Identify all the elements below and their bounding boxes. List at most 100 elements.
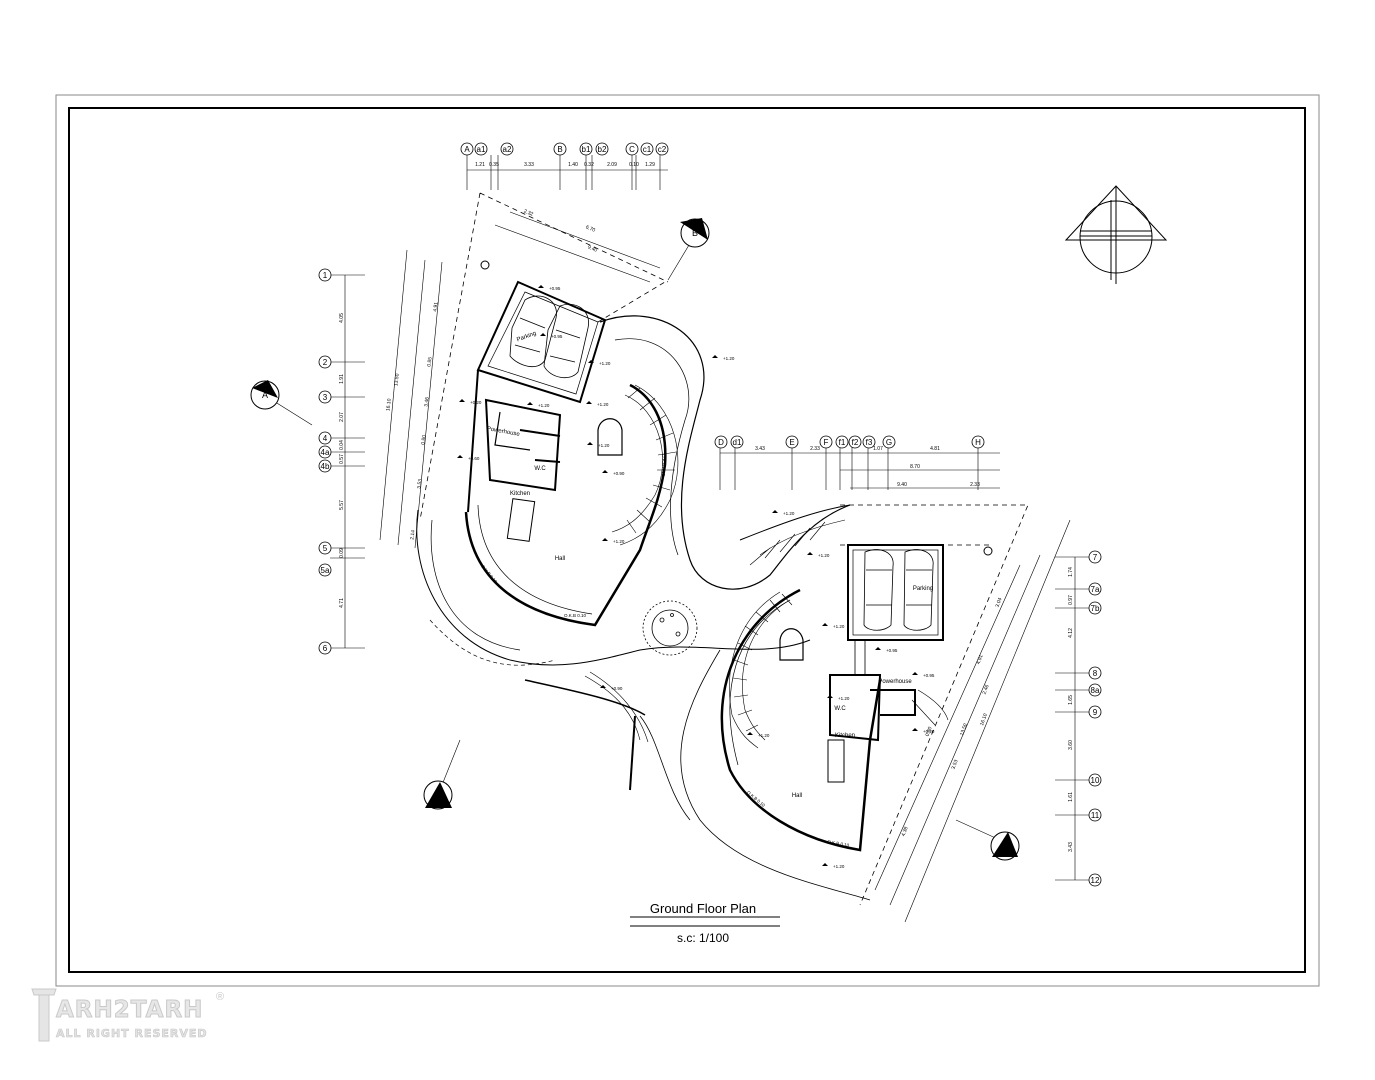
level-15: +1.20 [838, 696, 850, 701]
level-4: +1.20 [538, 403, 550, 408]
outer-frame [55, 94, 1320, 987]
drawing-title: Ground Floor Plan [650, 901, 756, 916]
grid-axis-right-11-bubble [1088, 808, 1102, 822]
grid-axis-right-8a-bubble [1088, 683, 1102, 697]
level-10: +1.20 [723, 356, 735, 361]
section-marker-b-bottom-icon [423, 780, 453, 810]
grid-axis-left-3: 3 [323, 393, 328, 402]
grid-axis-right-8-bubble [1088, 666, 1102, 680]
grid-axis-mid-f2-bubble [848, 435, 862, 449]
dim-diag-top-0: 2.32 [523, 208, 534, 217]
grid-axis-top-A: A [464, 145, 470, 154]
grid-axis-mid-F: F [824, 438, 829, 447]
dim-left-6: 0.09 [339, 548, 345, 558]
level-19: +1.20 [833, 864, 845, 869]
north-arrow-icon [1064, 185, 1168, 284]
level-2: +1.20 [599, 361, 611, 366]
okb-label-2: O.K.B 0.10 [661, 454, 666, 477]
grid-axis-mid-f2: f2 [852, 438, 859, 447]
dim-left-chain-0: 13.50 [393, 373, 401, 386]
level-marker-icon [600, 685, 606, 688]
dim-right-chain-3: 2.46 [982, 684, 991, 695]
dim-left-chain-6: 3.53 [416, 478, 423, 489]
grid-axis-top-a1-bubble [474, 142, 488, 156]
grid-axis-top-C: C [629, 145, 635, 154]
grid-axis-left-5a-bubble [318, 563, 332, 577]
level-marker-icon [587, 442, 593, 445]
section-marker-b-top-icon [680, 218, 710, 248]
section-mark-3: B [1002, 841, 1008, 851]
section-mark-1: B [692, 228, 698, 238]
grid-axis-left-1-bubble [318, 268, 332, 282]
level-11: +1.20 [783, 511, 795, 516]
watermark-subtitle: ALL RIGHT RESERVED [56, 1027, 208, 1041]
level-marker-icon [538, 285, 544, 288]
grid-axis-left-5a: 5a [321, 566, 330, 575]
grid-axis-left-4a: 4a [321, 448, 330, 457]
section-mark-2: A [435, 790, 441, 800]
dim-left-chain-5: 0.80 [420, 434, 427, 445]
dim-top-0: 1.21 [475, 162, 485, 168]
dim-left-chain-7: 2.14 [409, 529, 416, 540]
grid-axis-top-B-bubble [553, 142, 567, 156]
dim-right-chain-0: 16.10 [979, 713, 989, 727]
grid-axis-left-4: 4 [323, 434, 328, 443]
grid-axis-right-10: 10 [1091, 776, 1100, 785]
dim-top-7: 1.29 [645, 162, 655, 168]
dim-right-3: 1.65 [1068, 695, 1074, 705]
grid-axis-left-4b: 4b [321, 462, 330, 471]
level-3: +1.20 [597, 402, 609, 407]
dim-right-chain-5: 3.53 [951, 759, 960, 770]
level-marker-icon [827, 695, 833, 698]
grid-axis-left-6: 6 [323, 644, 328, 653]
dim-right-chain-2: 3.04 [995, 597, 1004, 608]
dim-mid-6: 1.07 [873, 446, 883, 452]
grid-axis-mid-D: D [718, 438, 724, 447]
section-markers [250, 218, 1020, 861]
level-0: +0.95 [549, 286, 561, 291]
level-5: +1.20 [598, 443, 610, 448]
dim-right-chain-6: 4.38 [901, 826, 910, 837]
grid-axis-top-c1: c1 [643, 145, 652, 154]
level-14: +0.95 [886, 648, 898, 653]
dim-mid-2: 4.81 [930, 446, 940, 452]
grid-axis-top-b1-bubble [579, 142, 593, 156]
grid-axis-top-b2-bubble [595, 142, 609, 156]
dim-mid-3: 8.70 [910, 464, 920, 470]
level-marker-icon [822, 623, 828, 626]
level-marker-icon [540, 333, 546, 336]
dim-top-1: 0.35 [489, 162, 499, 168]
dim-right-chain-1: 13.50 [959, 723, 969, 737]
dim-top-5: 2.09 [607, 162, 617, 168]
dim-right-chain-7: 0.80 [925, 726, 934, 737]
grid-axis-mid-f1-bubble [835, 435, 849, 449]
dim-right-6: 3.43 [1068, 842, 1074, 852]
room-right-wc: W.C [834, 706, 846, 712]
dim-top-2: 3.33 [524, 162, 534, 168]
grid-axis-top-c2-bubble [655, 142, 669, 156]
level-marker-icon [712, 355, 718, 358]
level-6: +0.20 [470, 400, 482, 405]
level-marker-icon [459, 399, 465, 402]
grid-axis-top-a2: a2 [503, 145, 512, 154]
room-left-kitchen: Kitchen [510, 491, 530, 497]
okb-label-1: O.K.B 0.10 [564, 613, 587, 618]
okb-label-0: O.K.B 0.10 [480, 564, 498, 584]
grid-axis-right-8: 8 [1093, 669, 1098, 678]
left-building [416, 192, 851, 791]
grid-axis-mid-G: G [886, 438, 892, 447]
grid-axis-right-7-bubble [1088, 550, 1102, 564]
grid-axis-right-8a: 8a [1091, 686, 1100, 695]
dim-mid-0: 3.43 [755, 446, 765, 452]
grid-axis-top-B: B [557, 145, 562, 154]
grid-axis-right-9-bubble [1088, 705, 1102, 719]
level-7: +0.60 [468, 456, 480, 461]
grid-axis-mid-d1-bubble [730, 435, 744, 449]
grid-axis-mid-f1: f1 [839, 438, 846, 447]
dim-left-5: 5.57 [339, 500, 345, 510]
dim-left-2: 2.07 [339, 412, 345, 422]
grid-axis-mid-G-bubble [882, 435, 896, 449]
dim-mid-1: 2.33 [810, 446, 820, 452]
grid-axis-top-a1: a1 [477, 145, 486, 154]
